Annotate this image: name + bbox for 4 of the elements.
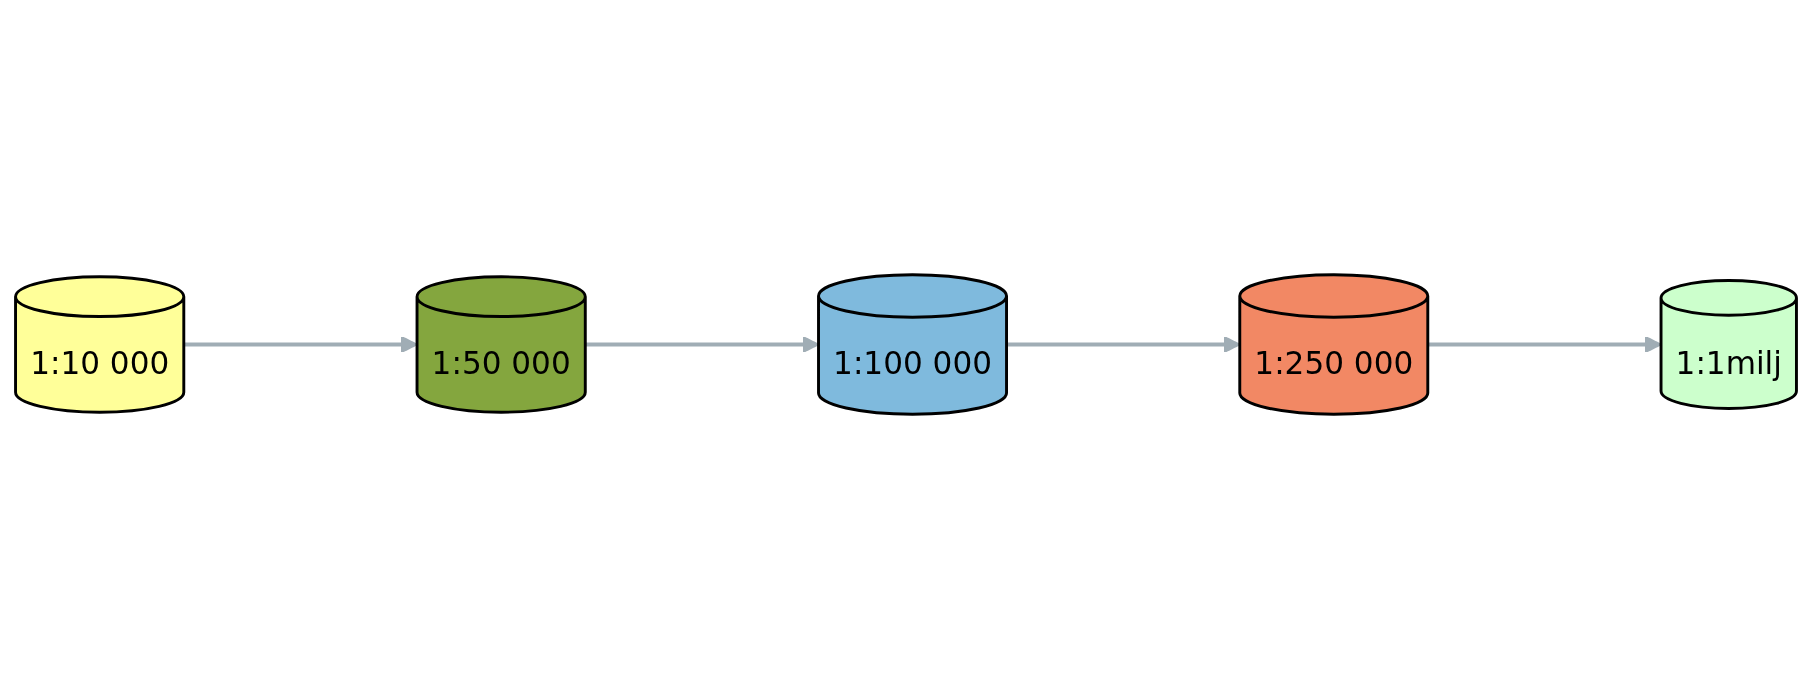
arrow	[1006, 335, 1241, 354]
arrow	[585, 335, 820, 354]
arrow	[183, 335, 418, 354]
arrow	[1427, 335, 1662, 354]
